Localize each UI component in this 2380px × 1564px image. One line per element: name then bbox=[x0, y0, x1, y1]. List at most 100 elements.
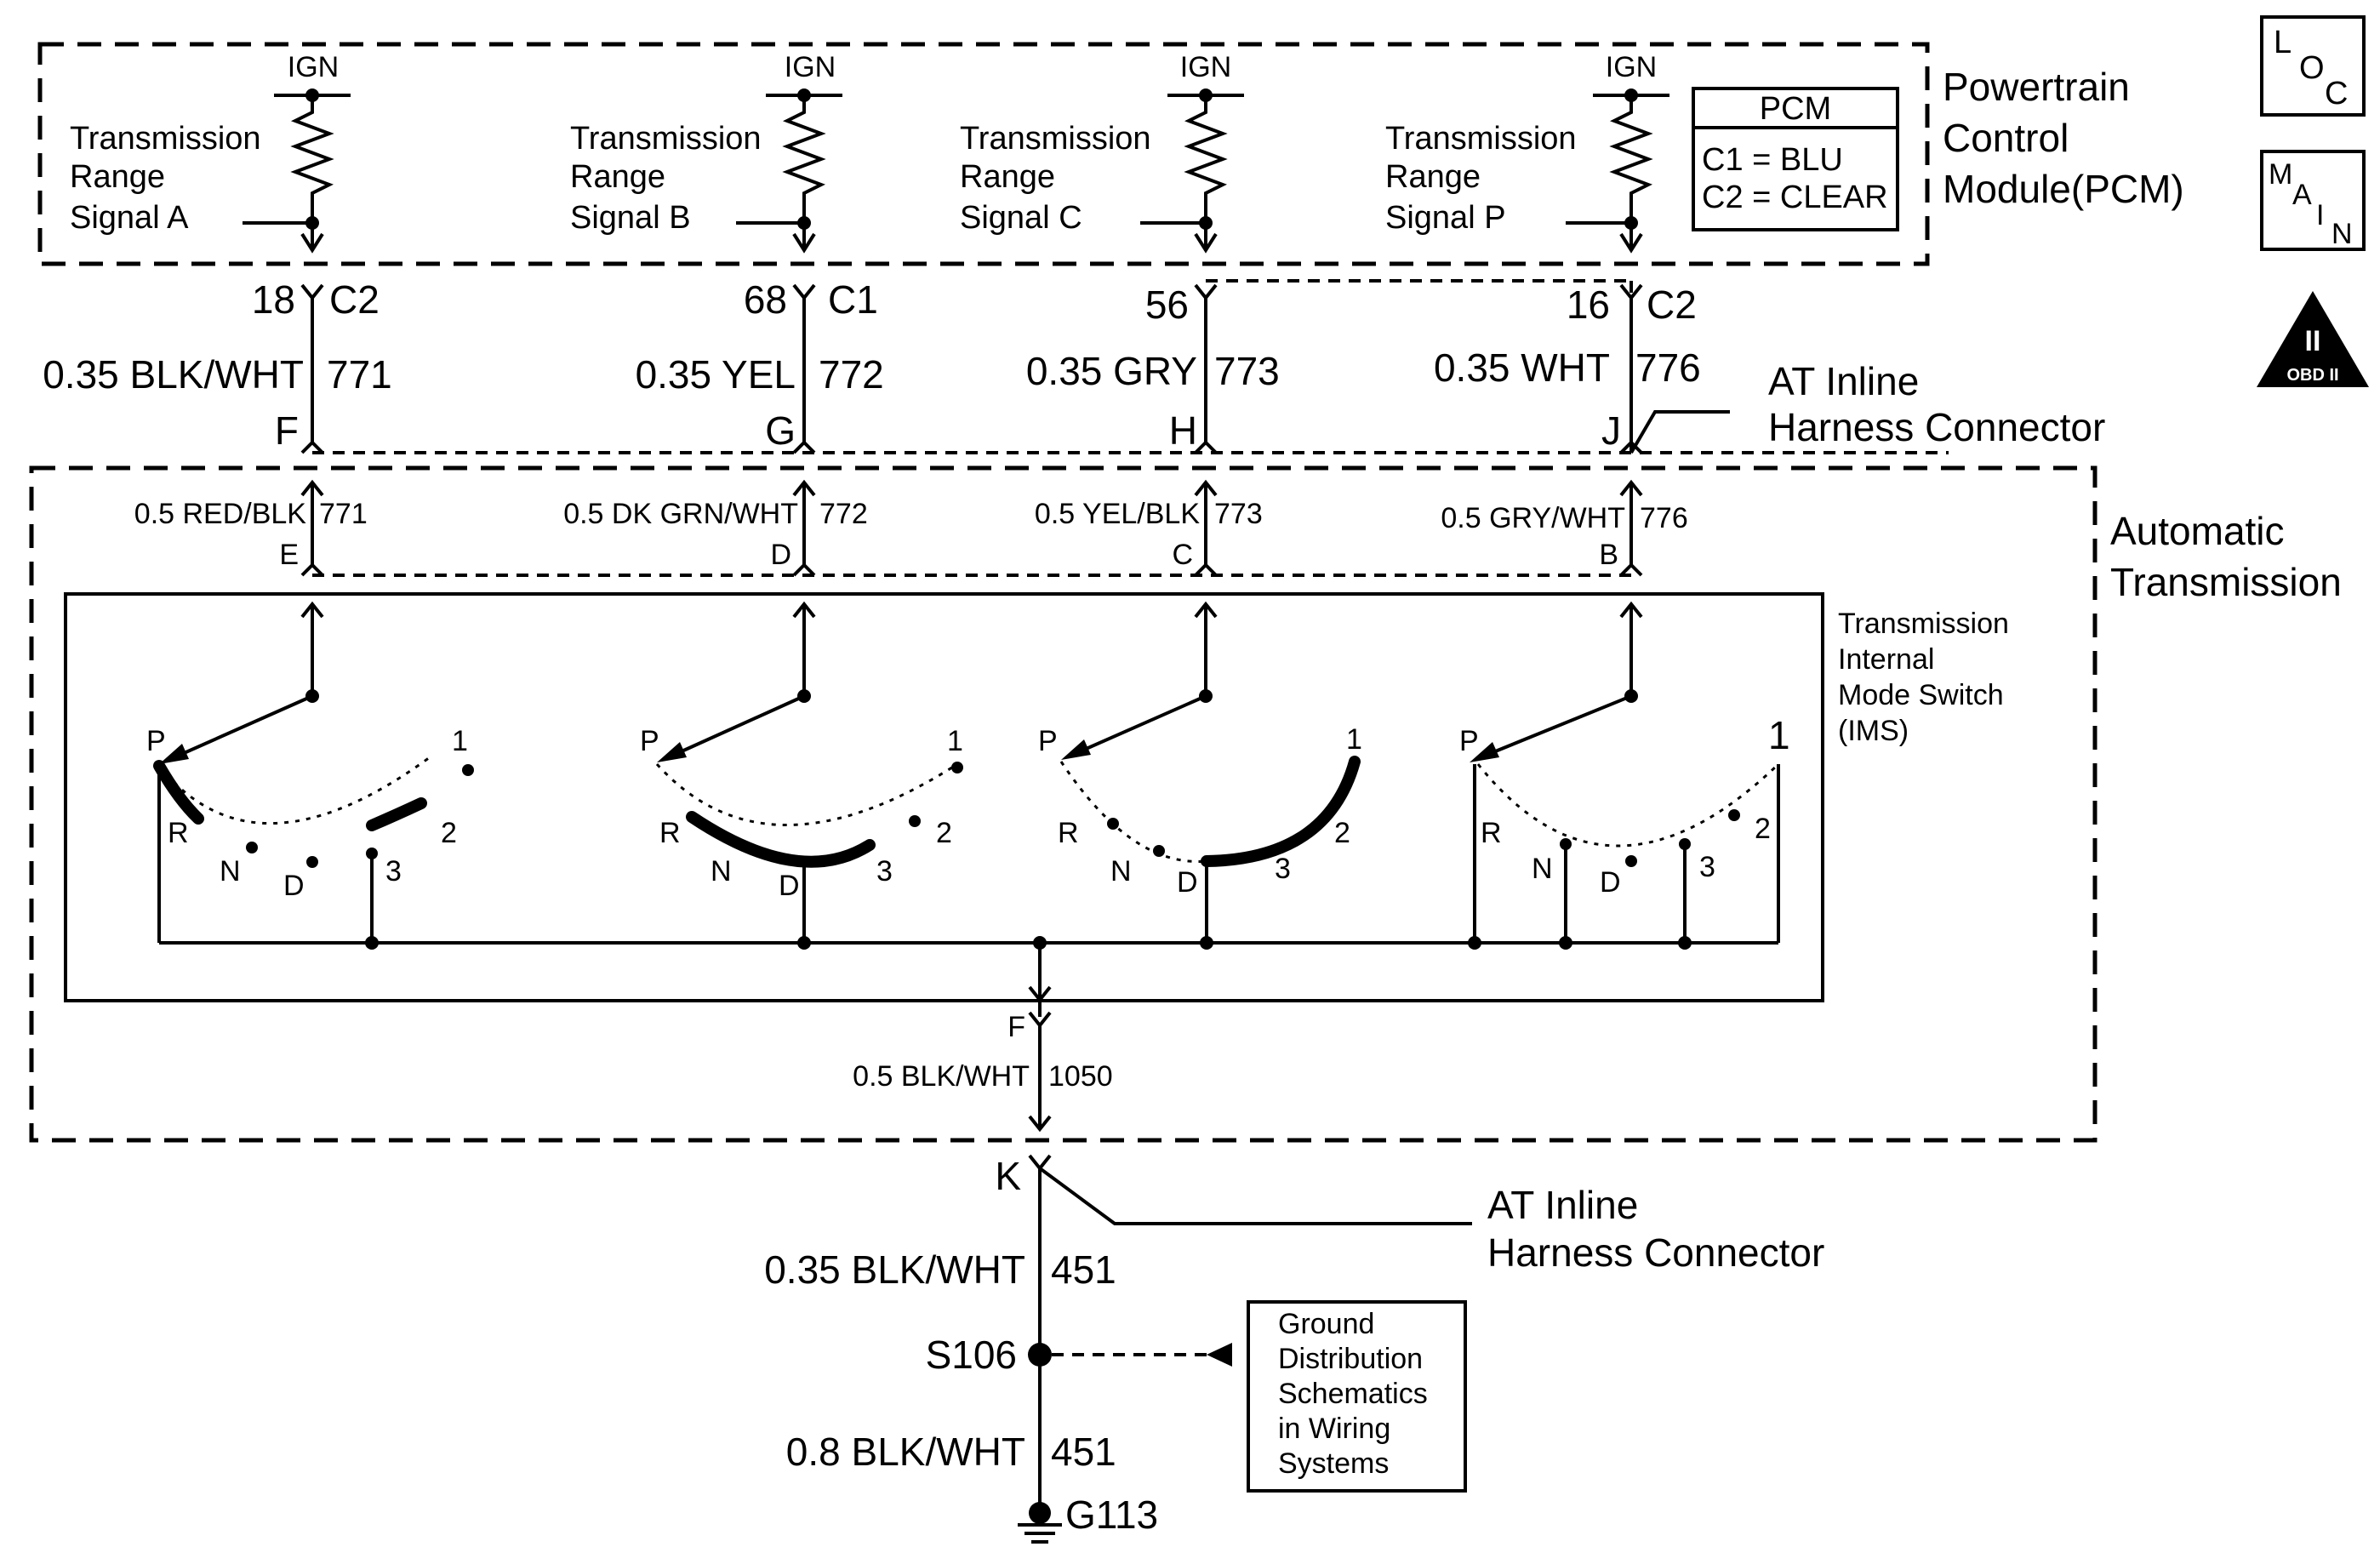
svg-text:Range: Range bbox=[1385, 159, 1481, 195]
ims-label-line-1: Transmission bbox=[1838, 608, 2009, 640]
svg-text:C2 = CLEAR: C2 = CLEAR bbox=[1702, 180, 1888, 215]
svg-text:IGN: IGN bbox=[1180, 51, 1231, 83]
svg-text:451: 451 bbox=[1051, 1430, 1116, 1474]
svg-text:PCM: PCM bbox=[1760, 91, 1831, 127]
svg-text:M: M bbox=[2269, 158, 2292, 191]
svg-text:56: 56 bbox=[1145, 283, 1189, 327]
auto-trans-title-line-2: Transmission bbox=[2110, 560, 2342, 604]
svg-text:18: 18 bbox=[252, 277, 295, 322]
svg-text:E: E bbox=[279, 539, 299, 571]
svg-text:Ground: Ground bbox=[1278, 1308, 1374, 1340]
svg-text:in Wiring: in Wiring bbox=[1278, 1413, 1390, 1445]
svg-text:O: O bbox=[2299, 50, 2325, 86]
svg-text:Signal B: Signal B bbox=[570, 200, 691, 236]
svg-text:L: L bbox=[2274, 25, 2292, 60]
svg-text:Systems: Systems bbox=[1278, 1447, 1389, 1480]
svg-text:G: G bbox=[765, 408, 796, 453]
signal-a-circuit: IGN Transmission Range Signal A 18 C2 0.… bbox=[43, 51, 392, 764]
svg-text:J: J bbox=[1601, 408, 1621, 453]
svg-text:IGN: IGN bbox=[785, 51, 836, 83]
svg-text:3: 3 bbox=[1699, 851, 1715, 883]
svg-text:R: R bbox=[168, 817, 189, 849]
pcm-title-line-1: Powertrain bbox=[1943, 65, 2130, 109]
svg-text:D: D bbox=[779, 870, 800, 902]
switch-a: P R N D 3 2 1 bbox=[146, 725, 474, 943]
svg-text:Range: Range bbox=[70, 159, 165, 195]
svg-text:Transmission: Transmission bbox=[570, 121, 762, 157]
pcm-boundary bbox=[37, 42, 1930, 266]
svg-text:R: R bbox=[1058, 817, 1079, 849]
pcm-connector-legend: PCM C1 = BLU C2 = CLEAR bbox=[1692, 87, 1899, 231]
svg-text:H: H bbox=[1169, 408, 1197, 453]
svg-text:0.35 GRY: 0.35 GRY bbox=[1026, 349, 1197, 393]
svg-text:AT Inline: AT Inline bbox=[1487, 1183, 1638, 1227]
svg-text:IGN: IGN bbox=[288, 51, 339, 83]
loc-badge: L O C bbox=[2260, 15, 2366, 117]
svg-text:Signal A: Signal A bbox=[70, 200, 189, 236]
svg-text:3: 3 bbox=[1275, 853, 1291, 885]
svg-text:N: N bbox=[711, 855, 732, 888]
svg-text:C: C bbox=[2325, 76, 2348, 111]
svg-text:Range: Range bbox=[960, 159, 1055, 195]
svg-text:771: 771 bbox=[327, 352, 392, 397]
svg-text:0.35 WHT: 0.35 WHT bbox=[1434, 345, 1610, 390]
svg-text:N: N bbox=[1110, 855, 1132, 888]
svg-text:3: 3 bbox=[876, 855, 893, 888]
svg-text:2: 2 bbox=[936, 817, 952, 849]
svg-text:0.35 BLK/WHT: 0.35 BLK/WHT bbox=[43, 352, 304, 397]
svg-text:0.5 YEL/BLK: 0.5 YEL/BLK bbox=[1035, 498, 1200, 530]
ims-common-bus bbox=[159, 936, 1778, 950]
pcm-title-line-3: Module(PCM) bbox=[1943, 167, 2184, 211]
svg-text:1: 1 bbox=[947, 725, 963, 757]
svg-text:1: 1 bbox=[1346, 723, 1362, 756]
signal-b-circuit: IGN Transmission Range Signal B 68 C1 0.… bbox=[563, 51, 884, 762]
svg-text:772: 772 bbox=[819, 352, 884, 397]
svg-text:A: A bbox=[2292, 179, 2312, 211]
svg-text:C1 = BLU: C1 = BLU bbox=[1702, 142, 1843, 178]
svg-text:II: II bbox=[2305, 325, 2321, 357]
svg-text:R: R bbox=[1481, 817, 1502, 849]
svg-text:F: F bbox=[275, 408, 299, 453]
svg-text:0.5 RED/BLK: 0.5 RED/BLK bbox=[134, 498, 307, 530]
svg-text:Distribution: Distribution bbox=[1278, 1343, 1423, 1375]
ims-label-line-2: Internal bbox=[1838, 643, 1934, 676]
svg-text:D: D bbox=[1600, 866, 1621, 899]
svg-text:K: K bbox=[995, 1154, 1021, 1198]
svg-text:D: D bbox=[283, 870, 305, 902]
obd-ii-badge: II OBD II bbox=[2257, 291, 2369, 387]
svg-text:2: 2 bbox=[1755, 813, 1771, 845]
svg-text:Schematics: Schematics bbox=[1278, 1378, 1428, 1410]
svg-text:C1: C1 bbox=[828, 277, 878, 322]
svg-text:451: 451 bbox=[1051, 1247, 1116, 1292]
svg-text:776: 776 bbox=[1640, 502, 1688, 534]
ims-box bbox=[64, 592, 1824, 1002]
switch-b: P R N D 3 2 1 bbox=[640, 725, 963, 943]
svg-text:D: D bbox=[1177, 866, 1198, 899]
svg-text:68: 68 bbox=[744, 277, 787, 322]
svg-text:Signal P: Signal P bbox=[1385, 200, 1506, 236]
svg-text:S106: S106 bbox=[926, 1333, 1017, 1377]
svg-text:1050: 1050 bbox=[1048, 1060, 1113, 1093]
svg-text:N: N bbox=[2331, 218, 2353, 250]
main-badge: M A I N bbox=[2260, 150, 2366, 251]
ims-label-line-3: Mode Switch bbox=[1838, 679, 2004, 711]
svg-text:Transmission: Transmission bbox=[1385, 121, 1577, 157]
svg-text:P: P bbox=[640, 725, 659, 757]
svg-text:Signal C: Signal C bbox=[960, 200, 1082, 236]
svg-text:2: 2 bbox=[1334, 817, 1350, 849]
svg-text:Range: Range bbox=[570, 159, 665, 195]
svg-text:3: 3 bbox=[385, 855, 402, 888]
ground-circuit: F 0.5 BLK/WHT 1050 K AT Inline Harness C… bbox=[764, 943, 1824, 1544]
svg-text:0.5 GRY/WHT: 0.5 GRY/WHT bbox=[1441, 502, 1625, 534]
svg-text:G113: G113 bbox=[1065, 1493, 1158, 1537]
switch-p: P R N D 3 2 1 bbox=[1459, 713, 1790, 943]
svg-text:16: 16 bbox=[1567, 283, 1610, 327]
signal-c-circuit: IGN Transmission Range Signal C 56 0.35 … bbox=[960, 51, 1280, 760]
svg-text:1: 1 bbox=[1768, 713, 1790, 757]
ground-distribution-ref: Ground Distribution Schematics in Wiring… bbox=[1247, 1300, 1467, 1493]
signal-p-circuit: IGN Transmission Range Signal P 16 C2 0.… bbox=[1385, 51, 2105, 762]
svg-text:Harness Connector: Harness Connector bbox=[1487, 1230, 1824, 1275]
svg-text:N: N bbox=[220, 855, 241, 888]
svg-text:776: 776 bbox=[1635, 345, 1701, 390]
svg-text:P: P bbox=[146, 725, 166, 757]
